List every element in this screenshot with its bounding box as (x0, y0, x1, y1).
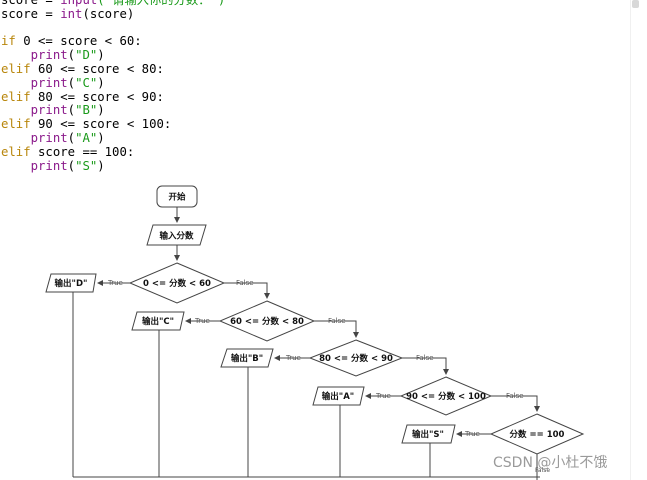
edge-false-3 (402, 357, 449, 375)
decision-label-5: 分数 == 100 (510, 429, 565, 440)
decision-label-4: 90 <= 分数 < 100 (406, 391, 486, 402)
code-line: print("A") (1, 130, 225, 146)
code-token: "D" (75, 48, 98, 63)
code-editor: score = input("请输入你的分数：")score = int(sco… (1, 0, 225, 173)
code-token: print (30, 103, 68, 118)
scrollbar-thumb[interactable] (632, 0, 639, 8)
code-token: elif (1, 144, 31, 159)
true-label-2: True (194, 317, 210, 325)
false-label-1: False (236, 279, 254, 287)
code-token: ( (67, 103, 76, 118)
decision-label-1: 0 <= 分数 < 60 (143, 278, 211, 289)
code-token: "C" (75, 75, 98, 90)
output-node-b (220, 348, 274, 368)
decision-node-4 (399, 376, 493, 416)
true-label-4: True (375, 392, 391, 400)
code-token: ( (67, 158, 76, 173)
edge-false-1 (224, 282, 270, 299)
code-line: print("C") (1, 75, 225, 91)
code-line: elif 80 <= score < 90: (1, 89, 225, 105)
code-line: elif 90 <= score < 100: (1, 117, 225, 132)
output-label-b: 输出"B" (231, 353, 263, 364)
code-line: score = input("请输入你的分数：") (1, 0, 225, 8)
code-token: ( (67, 130, 76, 145)
code-token: input (60, 0, 98, 7)
code-token: elif (1, 89, 31, 104)
code-token: ( (67, 75, 76, 90)
code-line: print("D") (1, 48, 225, 63)
code-line: print("S") (1, 158, 225, 174)
code-token: 0 <= score < 60: (15, 34, 142, 49)
code-token: 90 <= score < 100: (30, 117, 172, 132)
edge-false-2 (314, 320, 359, 338)
code-line: print("B") (1, 103, 225, 118)
false-label-4: False (506, 392, 524, 400)
code-line: if 0 <= score < 60: (1, 34, 225, 49)
code-token: ) (97, 158, 105, 173)
code-token: if (1, 34, 16, 49)
output-node-c (131, 311, 185, 331)
output-node-d (45, 273, 97, 293)
output-node-s (401, 424, 456, 444)
code-token: ) (97, 103, 105, 118)
decision-node-3 (308, 339, 404, 377)
code-token: print (30, 158, 68, 173)
true-label-3: True (285, 354, 301, 362)
decision-node-2 (218, 300, 316, 342)
code-token: print (30, 130, 68, 145)
output-node-a (312, 386, 365, 406)
code-token: "B" (75, 103, 98, 118)
code-token: ) (97, 48, 105, 63)
code-token: score = (1, 0, 61, 7)
code-token: 60 <= score < 80: (30, 61, 164, 76)
vertical-scrollbar[interactable] (630, 0, 647, 480)
input-node-label: 输入分数 (159, 231, 194, 242)
true-label-1: True (107, 279, 123, 287)
code-token: score = (1, 6, 61, 21)
code-line: score = int(score) (1, 6, 225, 22)
false-label-3: False (416, 354, 434, 362)
watermark: CSDN @小杜不饿 (493, 455, 608, 471)
output-label-s: 输出"S" (412, 429, 444, 440)
code-token: score == 100: (30, 144, 135, 159)
code-token: ) (97, 75, 105, 90)
output-label-c: 输出"C" (142, 316, 174, 327)
code-token: "S" (75, 158, 98, 173)
code-token: 80 <= score < 90: (30, 89, 164, 104)
code-token: int (60, 6, 83, 21)
decision-node-1 (128, 262, 226, 304)
code-token: ) (97, 130, 105, 145)
start-node-label: 开始 (168, 192, 186, 203)
code-token: elif (1, 61, 31, 76)
code-line: elif score == 100: (1, 144, 225, 160)
code-token: print (30, 48, 68, 63)
output-label-d: 输出"D" (55, 278, 88, 289)
true-label-5: True (464, 430, 480, 438)
decision-label-3: 80 <= 分数 < 90 (319, 353, 393, 364)
code-token: (score) (82, 6, 135, 21)
code-token: elif (1, 117, 31, 132)
decision-label-2: 60 <= 分数 < 80 (230, 316, 304, 327)
false-label-5: False (535, 467, 550, 474)
code-line: elif 60 <= score < 80: (1, 61, 225, 77)
output-label-a: 输出"A" (322, 391, 354, 402)
code-token: ("请输入你的分数：") (97, 0, 226, 7)
code-token: ( (67, 48, 76, 63)
code-token: "A" (75, 130, 98, 145)
input-node (146, 224, 207, 246)
code-token: print (30, 75, 68, 90)
false-label-2: False (328, 317, 346, 325)
edge-false-4 (491, 395, 540, 412)
